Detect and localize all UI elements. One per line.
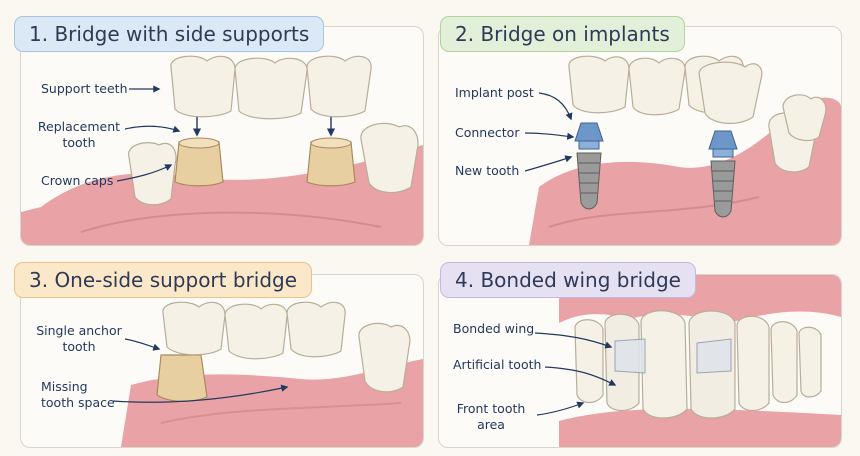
label-connector: Connector bbox=[455, 125, 520, 140]
gum-shape bbox=[21, 145, 423, 245]
label-front-tooth-area: Front tooth area bbox=[449, 401, 533, 433]
panel-bridge-implants: Implant post Connector New tooth bbox=[438, 26, 842, 246]
panel-bonded-wing: Bonded wing Artificial tooth Front tooth… bbox=[438, 274, 842, 448]
anchor-tooth bbox=[156, 354, 208, 402]
panel1-title: 1. Bridge with side supports bbox=[14, 16, 325, 52]
bridge-crowns bbox=[170, 55, 372, 120]
bridge-crowns bbox=[568, 55, 763, 124]
bonded-wing-right bbox=[696, 338, 732, 374]
natural-tooth-right bbox=[358, 322, 411, 393]
lower-gum bbox=[559, 408, 841, 447]
label-replacement-line2: tooth bbox=[62, 135, 96, 150]
label-replacement-line1: Replacement bbox=[37, 119, 121, 134]
label-single-anchor: Single anchor tooth bbox=[31, 323, 127, 355]
label-missing-line2: tooth space bbox=[41, 395, 115, 410]
implant-right bbox=[708, 130, 738, 218]
label-single-anchor-line1: Single anchor bbox=[36, 323, 122, 338]
crown-cap-right bbox=[306, 141, 356, 187]
bridge-crowns bbox=[162, 301, 346, 360]
label-support-teeth: Support teeth bbox=[41, 81, 128, 96]
front-teeth bbox=[574, 310, 822, 419]
label-front-area-line1: Front tooth bbox=[456, 401, 526, 416]
label-missing-line1: Missing bbox=[41, 379, 88, 394]
implant-left bbox=[574, 122, 604, 210]
panel1-illustration bbox=[21, 55, 423, 245]
panel3-title: 3. One-side support bridge bbox=[14, 262, 313, 298]
panel-bridge-side-supports: Support teeth Replacement tooth Crown ca… bbox=[20, 26, 424, 246]
label-implant-post: Implant post bbox=[455, 85, 534, 100]
label-single-anchor-line2: tooth bbox=[62, 339, 96, 354]
crown-cap-left bbox=[174, 141, 224, 187]
panel3-illustration bbox=[112, 301, 423, 447]
label-replacement-tooth: Replacement tooth bbox=[35, 119, 123, 151]
gum-shape bbox=[529, 97, 841, 245]
panel2-title: 2. Bridge on implants bbox=[440, 16, 685, 52]
label-front-area-line2: area bbox=[477, 417, 505, 432]
label-missing-space: Missing tooth space bbox=[41, 379, 115, 411]
bonded-wing-left bbox=[614, 338, 646, 374]
natural-teeth-right bbox=[768, 94, 827, 173]
natural-tooth-left bbox=[128, 142, 177, 206]
label-crown-caps: Crown caps bbox=[41, 173, 114, 188]
panel-one-side-support: Single anchor tooth Missing tooth space bbox=[20, 274, 424, 448]
natural-tooth-right bbox=[360, 122, 419, 194]
label-bonded-wing: Bonded wing bbox=[453, 321, 535, 336]
label-new-tooth: New tooth bbox=[455, 163, 520, 178]
panel2-illustration bbox=[524, 55, 841, 245]
panel4-title: 4. Bonded wing bridge bbox=[440, 262, 696, 298]
label-artificial-tooth: Artificial tooth bbox=[453, 357, 542, 372]
